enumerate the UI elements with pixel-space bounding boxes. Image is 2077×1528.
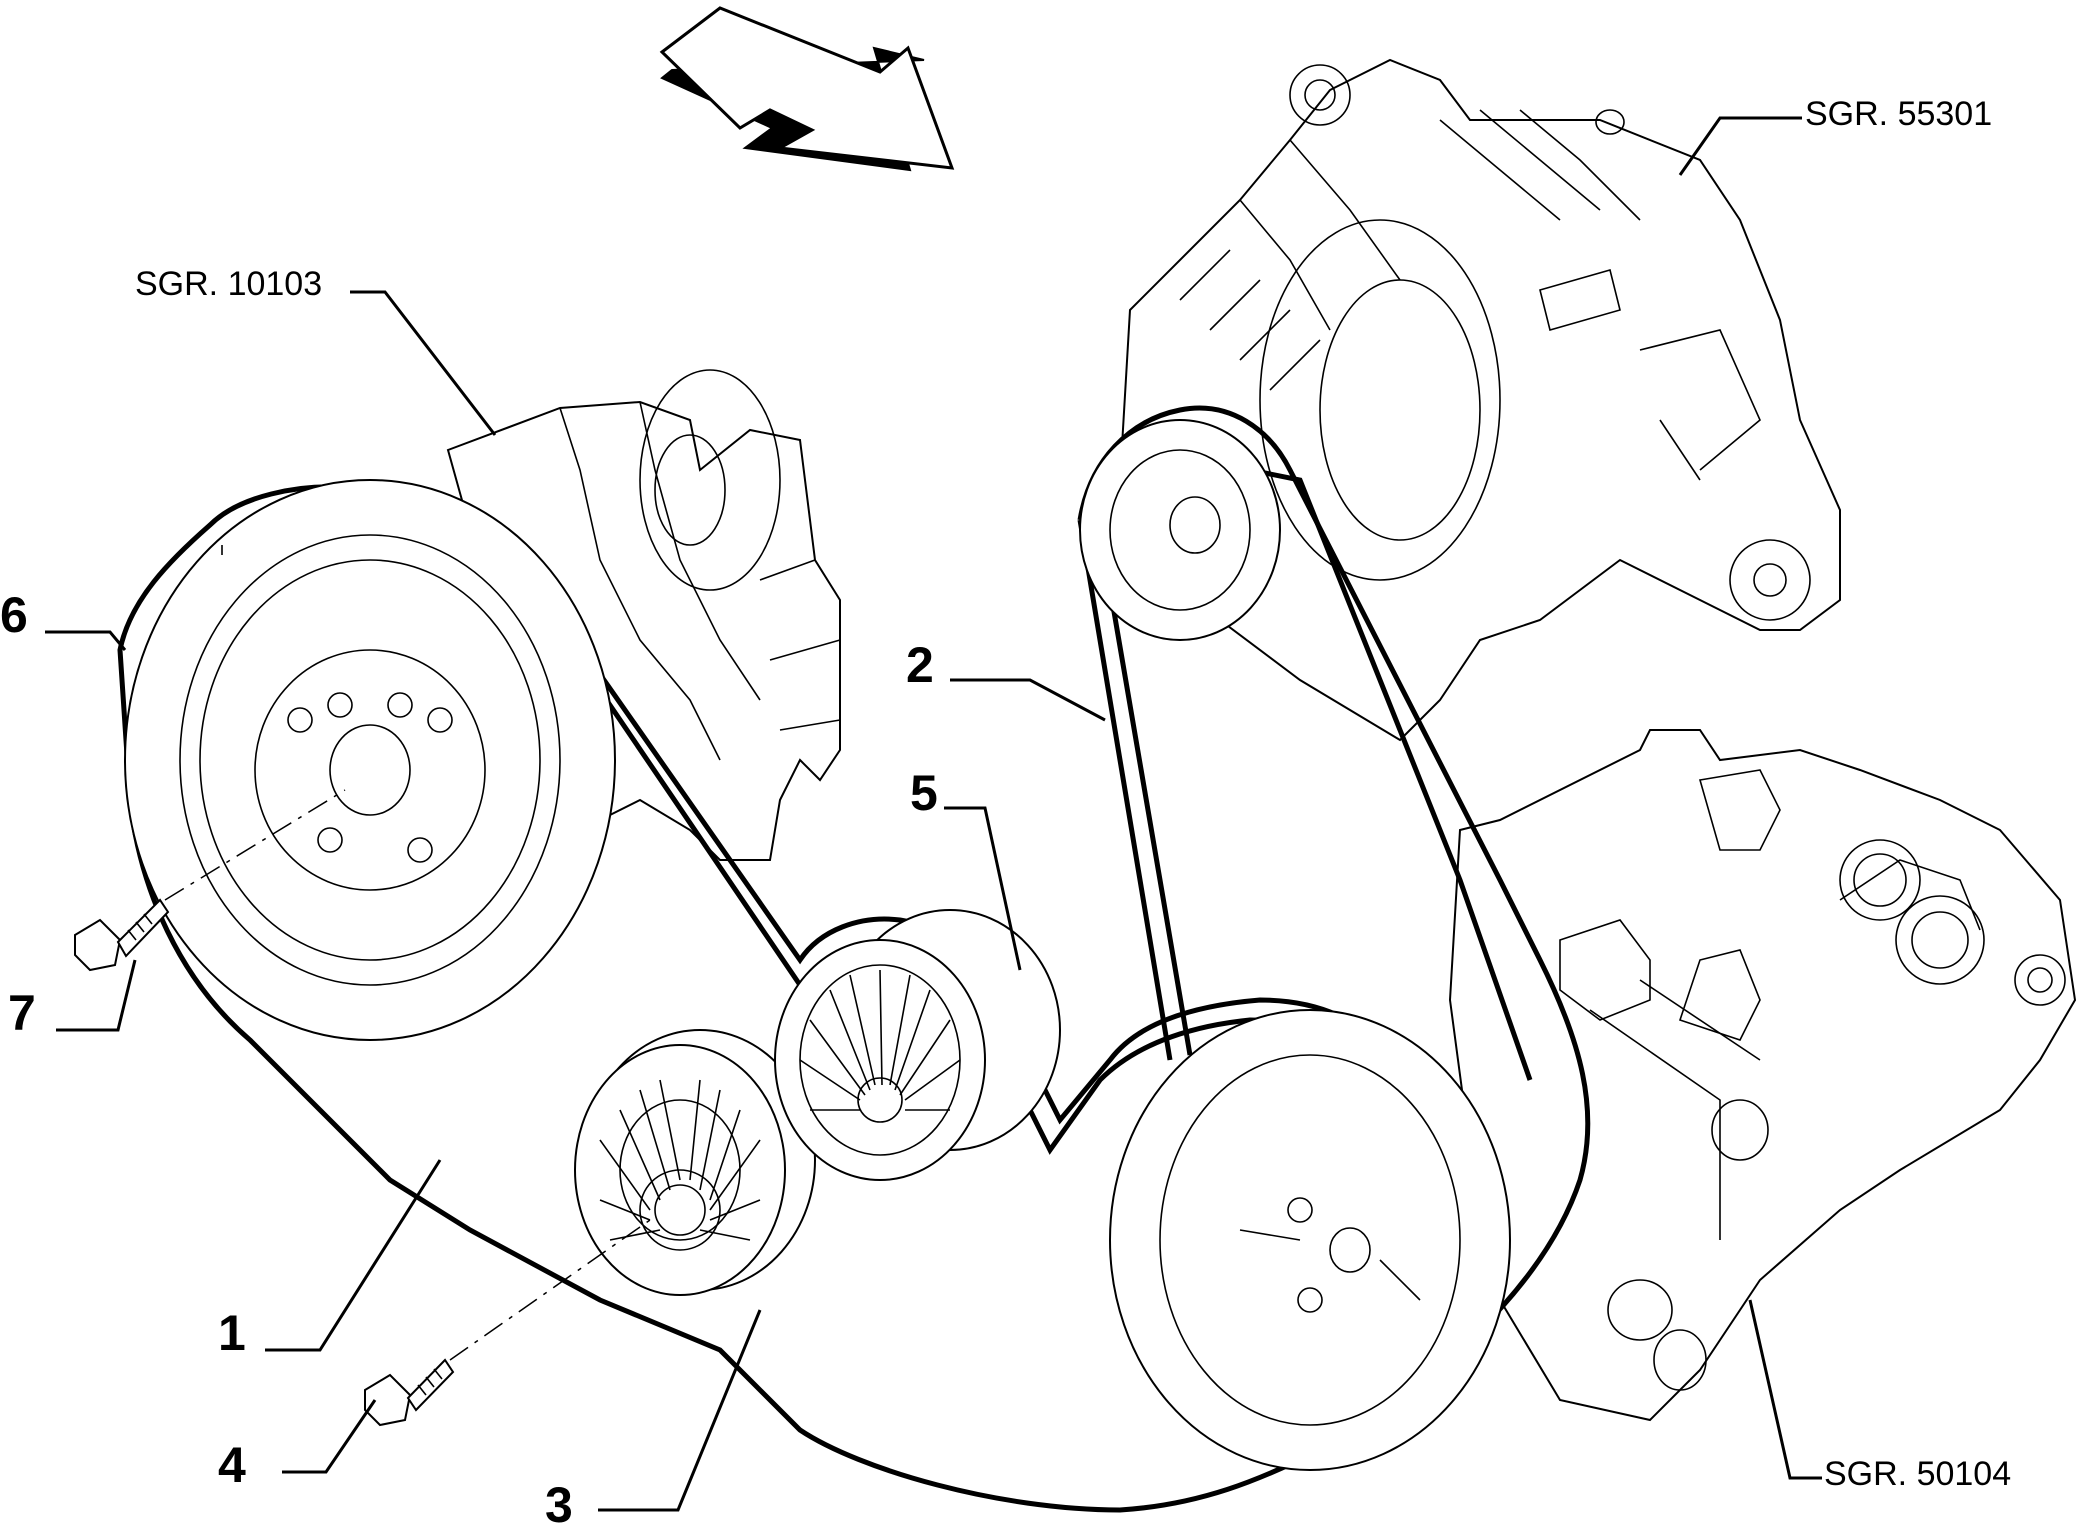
callout-5: 5 [910, 765, 938, 821]
ref-sgr-55301: SGR. 55301 [1805, 95, 1992, 133]
direction-arrow [659, 6, 955, 172]
callout-1: 1 [218, 1305, 246, 1361]
idler-pulley-5 [774, 909, 1061, 1181]
callout-7: 7 [8, 985, 36, 1041]
ref-sgr-50104: SGR. 50104 [1824, 1455, 2011, 1493]
ac-compressor [1448, 729, 2077, 1422]
ref-sgr-10103: SGR. 10103 [135, 265, 322, 303]
callout-2: 2 [906, 637, 934, 693]
callout-6: 6 [0, 587, 28, 643]
compressor-pulley [1109, 1009, 1511, 1471]
alternator-pulley [1079, 419, 1281, 641]
leader-lines [45, 116, 1822, 1512]
tensioner-pulley-3 [574, 1029, 816, 1296]
bolt-7 [74, 789, 346, 972]
bolt-4 [364, 1219, 651, 1427]
callout-3: 3 [545, 1477, 573, 1528]
callout-4: 4 [218, 1437, 246, 1493]
crankshaft-pulley-6 [124, 479, 616, 1041]
belt-2 [1077, 405, 1591, 1332]
alternator [1118, 58, 1841, 742]
